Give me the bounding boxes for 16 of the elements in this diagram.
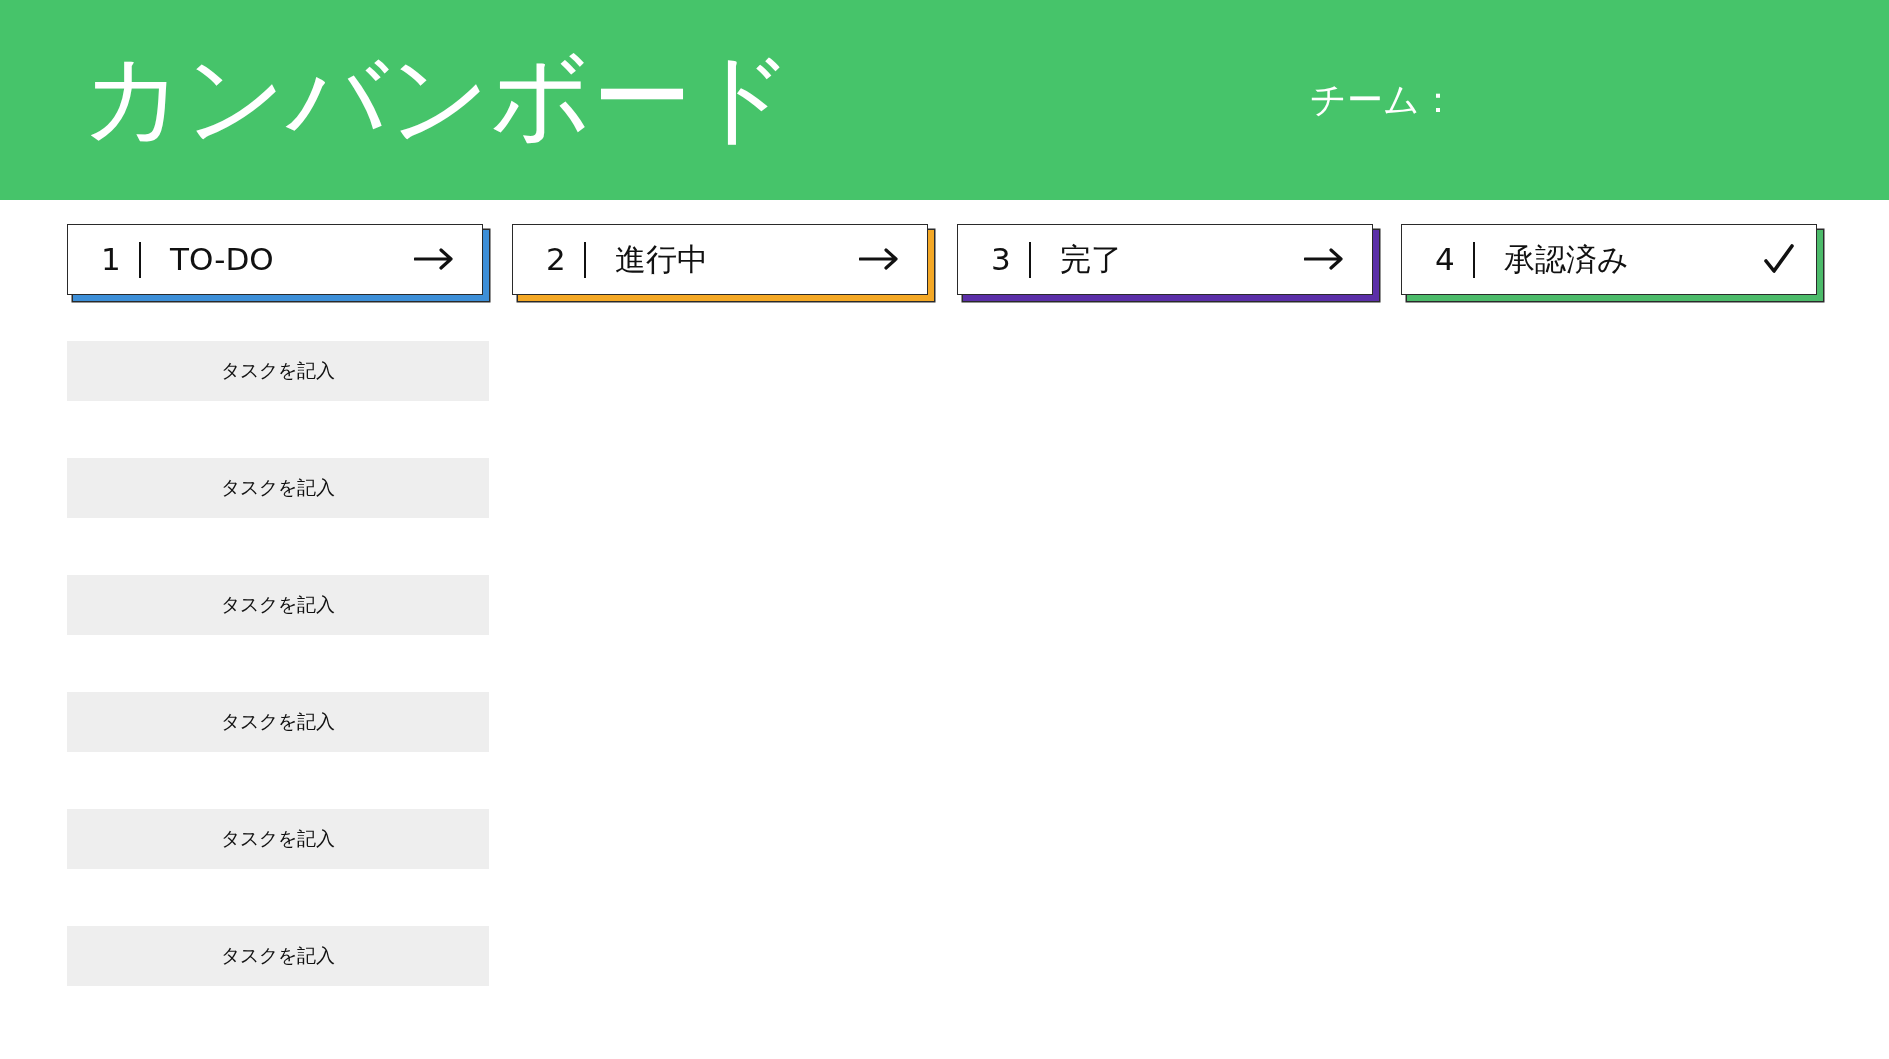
column-title: 完了: [1060, 240, 1122, 279]
column-title: TO-DO: [170, 240, 274, 279]
task-card: タスクを記入: [67, 341, 489, 401]
column-title: 進行中: [615, 240, 708, 279]
task-card: タスクを記入: [67, 458, 489, 518]
column-number: 1: [101, 240, 121, 279]
page-title: カンバンボード: [82, 38, 794, 158]
column-number: 3: [991, 240, 1011, 279]
task-card: タスクを記入: [67, 692, 489, 752]
column-title: 承認済み: [1504, 240, 1629, 279]
task-card: タスクを記入: [67, 575, 489, 635]
task-card: タスクを記入: [67, 809, 489, 869]
task-card: タスクを記入: [67, 926, 489, 986]
column-number: 4: [1435, 240, 1455, 279]
team-label: チーム：: [1310, 78, 1456, 122]
column-number: 2: [546, 240, 566, 279]
